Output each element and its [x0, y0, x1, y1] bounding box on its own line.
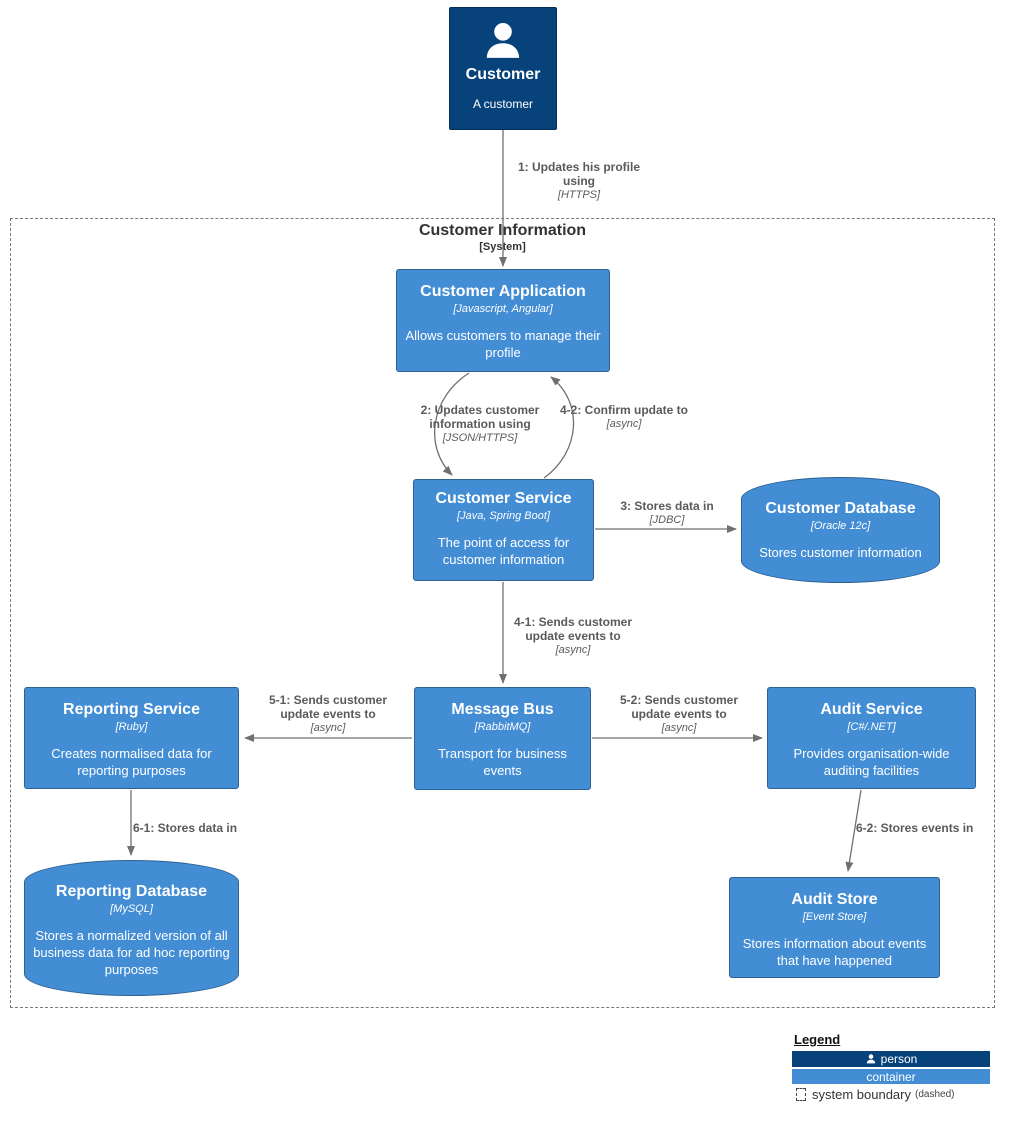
container-tech: [C#/.NET] — [847, 721, 896, 734]
edge-4-2-service-to-application — [543, 376, 575, 479]
container-tech: [MySQL] — [110, 903, 153, 916]
legend-title: Legend — [794, 1032, 841, 1047]
container-description: Stores information about events that hav… — [742, 936, 927, 969]
container-title: Reporting Service — [63, 701, 200, 718]
legend-person-label: person — [880, 1052, 918, 1066]
container-tech: [Java, Spring Boot] — [457, 510, 550, 523]
container-title: Audit Service — [820, 701, 923, 718]
container-description: Stores customer information — [759, 545, 922, 561]
relationship-label-4-2: 4-2: Confirm update to [async] — [560, 403, 688, 431]
person-description: A customer — [472, 97, 534, 112]
relationship-label-6-2: 6-2: Stores events in — [856, 821, 974, 835]
legend: Legend person container system boundary … — [792, 1032, 990, 1104]
dashed-boundary-icon — [796, 1087, 806, 1101]
container-description: Creates normalised data for reporting pu… — [51, 746, 212, 779]
container-tech: [RabbitMQ] — [474, 721, 531, 734]
container-description: Transport for business events — [438, 746, 567, 779]
person-icon — [866, 1054, 875, 1064]
container-audit-store[interactable]: Audit Store [Event Store] Stores informa… — [729, 877, 940, 978]
person-icon — [486, 22, 520, 58]
legend-boundary-note: (dashed) — [915, 1088, 955, 1100]
container-customer-database[interactable]: Customer Database [Oracle 12c] Stores cu… — [741, 477, 940, 583]
container-title: Reporting Database — [55, 883, 208, 900]
edge-6-2-audit-to-store — [845, 789, 862, 872]
relationship-label-2: 2: Updates customer information using [J… — [420, 403, 540, 445]
container-tech: [Event Store] — [802, 911, 867, 924]
legend-container-row: container — [792, 1069, 990, 1084]
container-audit-service[interactable]: Audit Service [C#/.NET] Provides organis… — [767, 687, 976, 789]
container-description: The point of access for customer informa… — [437, 535, 570, 568]
container-description: Allows customers to manage their profile — [405, 328, 601, 361]
container-title: Audit Store — [791, 891, 878, 908]
person-customer[interactable]: Customer A customer — [449, 7, 557, 130]
relationship-label-4-1: 4-1: Sends customer update events to [as… — [513, 615, 633, 657]
legend-container-label: container — [866, 1069, 916, 1084]
container-title: Customer Application — [420, 283, 586, 300]
container-tech: [Oracle 12c] — [810, 520, 871, 533]
container-customer-application[interactable]: Customer Application [Javascript, Angula… — [396, 269, 610, 372]
container-title: Customer Database — [765, 500, 916, 517]
legend-boundary-row: system boundary (dashed) — [792, 1086, 990, 1102]
person-name: Customer — [465, 66, 541, 83]
relationship-label-1: 1: Updates his profile using [HTTPS] — [517, 160, 641, 202]
container-title: Customer Service — [435, 490, 572, 507]
relationship-label-3: 3: Stores data in [JDBC] — [620, 499, 714, 527]
relationship-label-5-2: 5-2: Sends customer update events to [as… — [619, 693, 739, 735]
container-tech: [Ruby] — [115, 721, 148, 734]
legend-person-row: person — [792, 1051, 990, 1067]
container-reporting-service[interactable]: Reporting Service [Ruby] Creates normali… — [24, 687, 239, 789]
edge-2-application-to-service — [433, 372, 470, 476]
container-message-bus[interactable]: Message Bus [RabbitMQ] Transport for bus… — [414, 687, 591, 790]
container-tech: [Javascript, Angular] — [453, 303, 553, 316]
container-description: Stores a normalized version of all busin… — [33, 928, 230, 977]
container-customer-service[interactable]: Customer Service [Java, Spring Boot] The… — [413, 479, 594, 581]
container-description: Provides organisation-wide auditing faci… — [793, 746, 950, 779]
container-title: Message Bus — [451, 701, 554, 718]
container-reporting-database[interactable]: Reporting Database [MySQL] Stores a norm… — [24, 860, 239, 996]
relationship-label-6-1: 6-1: Stores data in — [133, 821, 238, 835]
relationship-label-5-1: 5-1: Sends customer update events to [as… — [268, 693, 388, 735]
legend-boundary-label: system boundary — [812, 1086, 911, 1102]
